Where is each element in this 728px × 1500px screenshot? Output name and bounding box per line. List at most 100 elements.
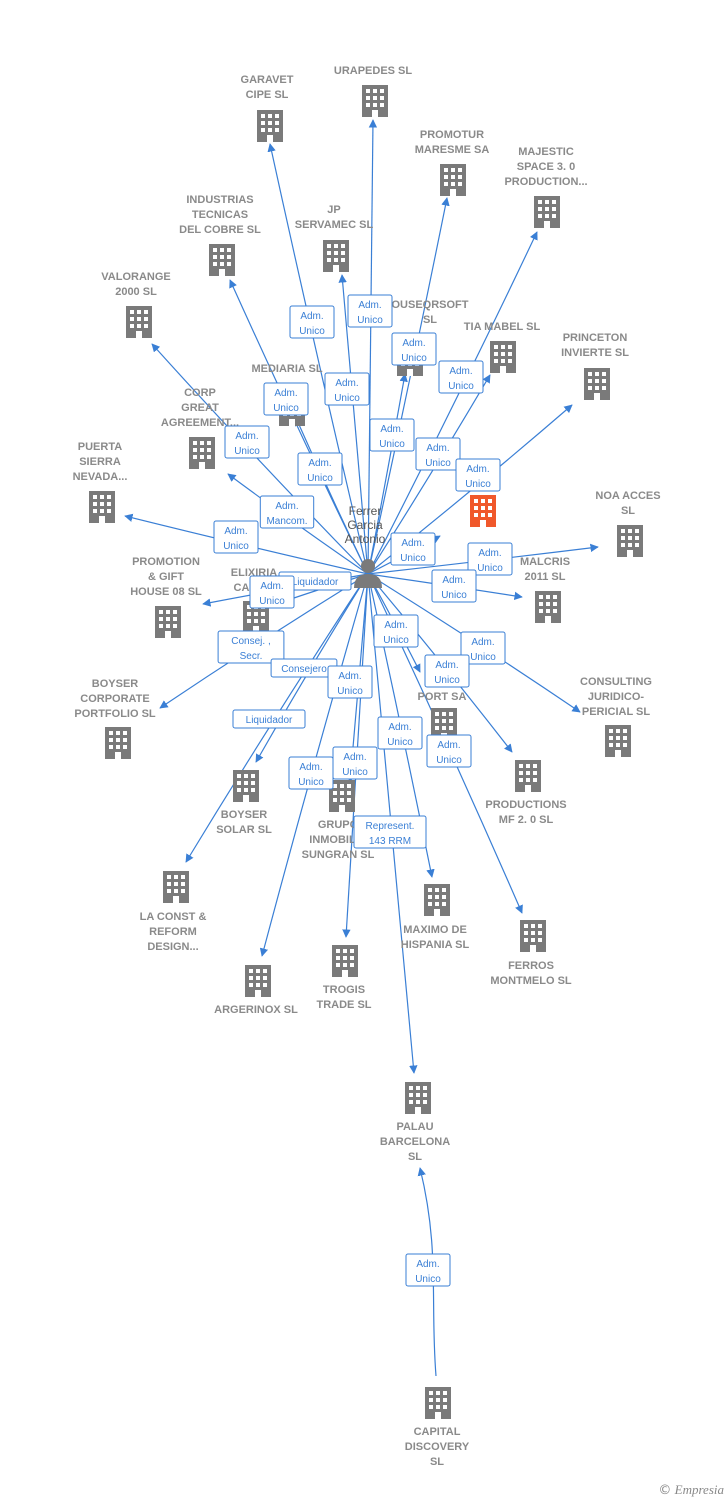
company-label-line: OUSEQRSOFT <box>391 299 468 311</box>
copyright-icon: © <box>658 1483 672 1498</box>
role-box[interactable]: Consej. ,Secr. <box>217 630 285 664</box>
company-node-urapedes[interactable]: URAPEDES SL <box>334 65 413 117</box>
role-box[interactable]: Adm.Unico <box>297 452 343 486</box>
role-box[interactable]: Adm.Unico <box>224 425 270 459</box>
company-label-line: DISCOVERY <box>405 1441 470 1453</box>
company-node-houseqrsoft[interactable]: OUSEQRSOFT SL <box>391 299 469 376</box>
building-icon <box>405 1082 431 1114</box>
role-box[interactable]: Adm.Unico <box>426 734 472 768</box>
company-label-line: HISPANIA SL <box>401 939 470 951</box>
company-label-line: SL <box>423 314 437 326</box>
company-node-laconst[interactable]: LA CONST &REFORMDESIGN... <box>140 871 207 953</box>
company-node-argerinox[interactable]: ARGERINOX SL <box>214 965 298 1016</box>
role-box[interactable]: Adm.Unico <box>438 360 484 394</box>
building-icon <box>535 591 561 623</box>
company-node-tiamabel[interactable]: TIA MABEL SL <box>464 321 541 373</box>
role-box[interactable]: Adm.Unico <box>347 294 393 328</box>
company-label-line: PORT SA <box>418 691 467 703</box>
role-box[interactable]: Liquidador <box>232 709 306 729</box>
role-label: Unico <box>234 446 260 457</box>
role-box[interactable]: Adm.Unico <box>460 631 506 665</box>
company-node-corp[interactable]: CORPGREATAGREEMENT... <box>161 387 239 469</box>
role-box[interactable]: Represent.143 RRM <box>353 815 427 849</box>
role-box[interactable]: Adm.Unico <box>424 654 470 688</box>
company-label-line: SL <box>408 1151 422 1163</box>
company-label-line: BOYSER <box>92 678 139 690</box>
role-box[interactable]: Adm.Unico <box>405 1253 451 1287</box>
role-label: Adm. <box>442 575 465 586</box>
role-box[interactable]: Adm.Unico <box>213 520 259 554</box>
company-label-line: TECNICAS <box>192 209 248 221</box>
role-box[interactable]: Adm.Unico <box>288 756 334 790</box>
edge-valorange <box>151 343 369 575</box>
person-icon <box>354 559 382 588</box>
role-box[interactable]: Adm.Unico <box>391 332 437 366</box>
role-label: Adm. <box>416 1259 439 1270</box>
role-box[interactable]: Adm.Unico <box>373 614 419 648</box>
role-box[interactable]: Adm.Unico <box>369 418 415 452</box>
company-label-line: LA CONST & <box>140 911 207 923</box>
building-icon <box>126 306 152 338</box>
role-box[interactable]: Adm.Unico <box>431 569 477 603</box>
company-label-line: DEL COBRE SL <box>179 224 261 236</box>
role-box[interactable]: Consejero <box>270 658 338 678</box>
brand-name: Empresia <box>674 1482 724 1497</box>
company-label-line: JURIDICO- <box>588 691 645 703</box>
company-label-line: NEVADA... <box>73 471 128 483</box>
role-label: Unico <box>470 652 496 663</box>
role-box[interactable]: Adm.Unico <box>332 746 378 780</box>
role-label: Consejero <box>281 664 327 675</box>
role-box[interactable]: Adm.Unico <box>415 437 461 471</box>
company-label-line: MEDIARIA SL <box>251 363 322 375</box>
roles-layer: Adm.UnicoAdm.UnicoAdm.UnicoAdm.UnicoAdm.… <box>213 294 513 1287</box>
role-box[interactable]: Adm.Unico <box>324 372 370 406</box>
role-label: Unico <box>387 737 413 748</box>
building-icon <box>515 760 541 792</box>
role-label: Adm. <box>343 752 366 763</box>
role-box[interactable]: Adm.Unico <box>377 716 423 750</box>
role-box[interactable]: Adm.Unico <box>289 305 335 339</box>
role-label: Adm. <box>224 526 247 537</box>
role-box[interactable]: Adm.Mancom. <box>259 495 315 529</box>
footer-brand[interactable]: © Empresia <box>658 1482 724 1498</box>
role-box[interactable]: Adm.Unico <box>263 382 309 416</box>
role-box[interactable]: Adm.Unico <box>455 458 501 492</box>
role-label: Adm. <box>358 300 381 311</box>
company-node-port[interactable]: PORT SA <box>418 691 467 740</box>
company-label-line: MARESME SA <box>415 144 490 156</box>
company-node-puerta[interactable]: PUERTASIERRANEVADA... <box>73 441 128 523</box>
company-label-line: MAJESTIC <box>518 146 574 158</box>
company-node-mediaria[interactable]: MEDIARIA SL <box>251 363 323 426</box>
company-label-line: CIPE SL <box>246 89 289 101</box>
role-box[interactable]: Adm.Unico <box>390 532 436 566</box>
role-label: Adm. <box>335 378 358 389</box>
company-label-line: HOUSE 08 SL <box>130 586 202 598</box>
role-label: Adm. <box>338 671 361 682</box>
company-label-line: SPACE 3. 0 <box>517 161 576 173</box>
role-label: Liquidador <box>246 715 293 726</box>
role-box[interactable]: Adm.Unico <box>249 575 295 609</box>
role-box[interactable]: Adm.Unico <box>327 665 373 699</box>
role-box[interactable]: Adm.Unico <box>467 542 513 576</box>
